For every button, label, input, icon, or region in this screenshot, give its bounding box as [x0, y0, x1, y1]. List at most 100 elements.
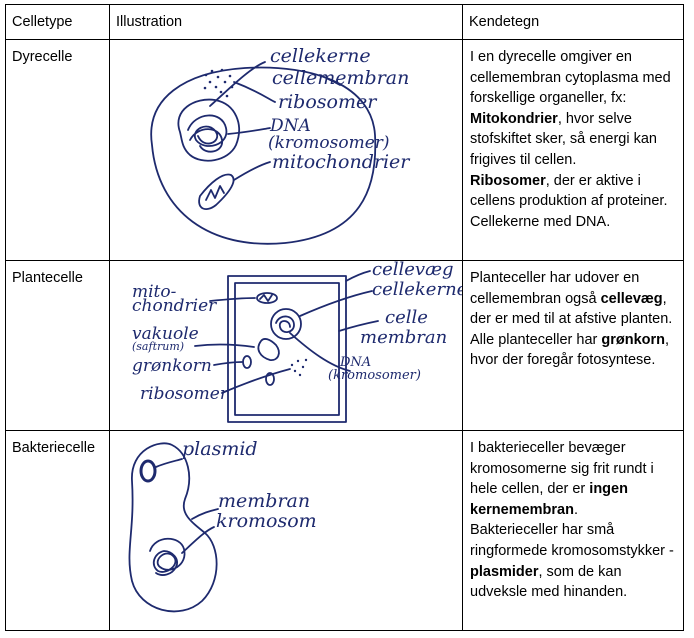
- label-dna: DNA: [269, 116, 311, 136]
- text-run: Bakterieceller har små ringformede kromo…: [470, 522, 674, 559]
- plant-cell-wall-outer: [227, 275, 347, 423]
- plant-nucleus-outline: [270, 308, 302, 340]
- plant-vacuole-outline: [257, 338, 280, 361]
- bold-term: grønkorn: [601, 331, 666, 348]
- plant-line-ribosomer: [221, 368, 291, 394]
- animal-dna-scribble: [187, 114, 228, 153]
- plant-mitochondria: [256, 292, 278, 304]
- desc-plantecelle-text: Planteceller har udover en cellemembran …: [470, 268, 677, 371]
- header-kendetegn-text: Kendetegn: [469, 14, 540, 30]
- header-celletype-text: Celletype: [12, 14, 73, 30]
- text-run: , som de kan udveksle med hinanden.: [470, 563, 628, 601]
- bacteria-line-membran: [191, 508, 219, 520]
- header-illustration-text: Illustration: [116, 14, 183, 30]
- animal-line-cellekerne: [209, 61, 266, 107]
- bold-term: ingen kernemembran: [470, 481, 628, 518]
- plant-cell-wall-inner: [234, 282, 340, 416]
- desc-dyrecelle-text: I en dyrecelle omgiver en cellemembran c…: [470, 47, 677, 232]
- animal-line-dna: [227, 127, 271, 135]
- plant-mitochondria-cristae: [259, 294, 273, 302]
- text-run: , der er aktive i cellens produktion af …: [470, 172, 668, 210]
- plant-line-gronkorn: [213, 361, 243, 366]
- celltype-dyrecelle: Dyrecelle: [5, 39, 110, 261]
- label-plant-dna: DNA: [339, 355, 371, 370]
- plant-line-vakuole: [194, 343, 255, 348]
- animal-cell-membrane-outline: [150, 66, 377, 245]
- plant-line-membran: [338, 320, 379, 332]
- desc-plantecelle: Planteceller har udover en cellemembran …: [462, 260, 684, 431]
- desc-dyrecelle: I en dyrecelle omgiver en cellemembran c…: [462, 39, 684, 261]
- label-saftrum: (saftrum): [132, 340, 184, 353]
- bacteria-cell-drawing: plasmid membran kromosom: [128, 438, 317, 613]
- plant-ribosome-dots: [290, 358, 308, 377]
- label-mitochondrier: mitochondrier: [272, 151, 411, 173]
- label-plant-ribosomer: ribosomer: [140, 384, 229, 404]
- text-run: Planteceller har udover en cellemembran …: [470, 270, 640, 307]
- bold-term: Mitokondrier: [470, 110, 558, 127]
- bacteria-membrane-outline: [128, 442, 218, 613]
- desc-bakteriecelle: I bakterieceller bevæger kromosomerne si…: [462, 430, 684, 631]
- animal-mitochondria-outline: [198, 173, 235, 210]
- bacteria-chromosome-scribble: [149, 537, 186, 576]
- bacteria-plasmid: [139, 459, 157, 483]
- bacteria-line-plasmid: [155, 458, 183, 468]
- plant-dna-scribble: [275, 315, 295, 333]
- label-cellevaeg: cellevæg: [372, 261, 454, 280]
- bold-term: Ribosomer: [470, 172, 546, 189]
- table-row-dyrecelle: Dyrecelle cellekerne: [5, 39, 684, 261]
- celltype-plantecelle: Plantecelle: [5, 260, 110, 431]
- label-celle: celle: [385, 307, 428, 328]
- label-cellemembran: cellemembran: [272, 67, 409, 89]
- text-run: Cellekerne med DNA.: [470, 213, 611, 230]
- text-run: .: [573, 501, 578, 518]
- celltype-bakteriecelle: Bakteriecelle: [5, 430, 110, 631]
- label-bacteria-membran: membran: [218, 490, 310, 512]
- text-run: , hvor der foregår fotosyntese.: [470, 331, 670, 369]
- label-chondrier: chondrier: [132, 296, 217, 316]
- animal-mitochondria-cristae: [205, 185, 225, 201]
- text-run: I bakterieceller bevæger kromosomerne si…: [470, 440, 654, 498]
- animal-line-ribosomer: [233, 81, 276, 103]
- label-kromosom: kromosom: [216, 510, 317, 532]
- label-cellekerne: cellekerne: [270, 45, 371, 67]
- celltype-plantecelle-text: Plantecelle: [12, 270, 83, 286]
- animal-cell-drawing: cellekerne cellemembran ribosomer DNA (k…: [150, 45, 411, 245]
- text-run: I en dyrecelle omgiver en cellemembran c…: [470, 49, 671, 107]
- plant-cell-drawing: cellevæg cellekerne celle membran DNA (k…: [132, 261, 462, 423]
- label-vakuole: vakuole: [132, 324, 199, 344]
- bacteria-line-kromosom: [181, 526, 215, 554]
- header-celletype: Celletype: [5, 4, 110, 40]
- plant-line-mito: [209, 297, 256, 302]
- label-kromosomer: (kromosomer): [268, 133, 390, 153]
- bold-term: plasmider: [470, 563, 539, 580]
- desc-bakteriecelle-text: I bakterieceller bevæger kromosomerne si…: [470, 438, 677, 603]
- plant-line-dna: [289, 332, 351, 372]
- header-kendetegn: Kendetegn: [462, 4, 684, 40]
- label-mito: mito-: [132, 282, 177, 302]
- text-run: Alle planteceller har: [470, 331, 602, 348]
- celltype-bakteriecelle-text: Bakteriecelle: [12, 440, 96, 456]
- plant-line-cellekerne: [299, 290, 373, 317]
- plant-chloroplast-1: [242, 355, 252, 369]
- plant-chloroplast-2: [265, 372, 275, 386]
- illustration-plantecelle: cellevæg cellekerne celle membran DNA (k…: [109, 260, 463, 431]
- text-run: , der er med til at afstive planten.: [470, 290, 673, 328]
- label-plasmid: plasmid: [182, 438, 258, 460]
- cell-types-table: Celletype Illustration Kendetegn Dyrecel…: [5, 4, 684, 631]
- celltype-dyrecelle-text: Dyrecelle: [12, 49, 73, 65]
- table-header-row: Celletype Illustration Kendetegn: [5, 4, 684, 40]
- text-run: , hvor selve stofskiftet sker, så energi…: [470, 110, 657, 168]
- label-membran: membran: [360, 327, 447, 348]
- header-illustration: Illustration: [109, 4, 463, 40]
- table-row-plantecelle: Plantecelle: [5, 260, 684, 431]
- table-row-bakteriecelle: Bakteriecelle plasmid membran kromosom I…: [5, 430, 684, 631]
- animal-nucleus-outline: [177, 98, 240, 162]
- label-plant-cellekerne: cellekerne: [372, 279, 462, 300]
- label-gronkorn: grønkorn: [132, 356, 212, 376]
- illustration-bakteriecelle: plasmid membran kromosom: [109, 430, 463, 631]
- animal-line-mito: [233, 161, 271, 181]
- animal-line-cellemembran: [319, 74, 341, 86]
- plant-line-cellevaeg: [345, 270, 371, 282]
- bold-term: cellevæg: [600, 290, 663, 307]
- label-plant-kromosomer: (kromosomer): [328, 368, 421, 383]
